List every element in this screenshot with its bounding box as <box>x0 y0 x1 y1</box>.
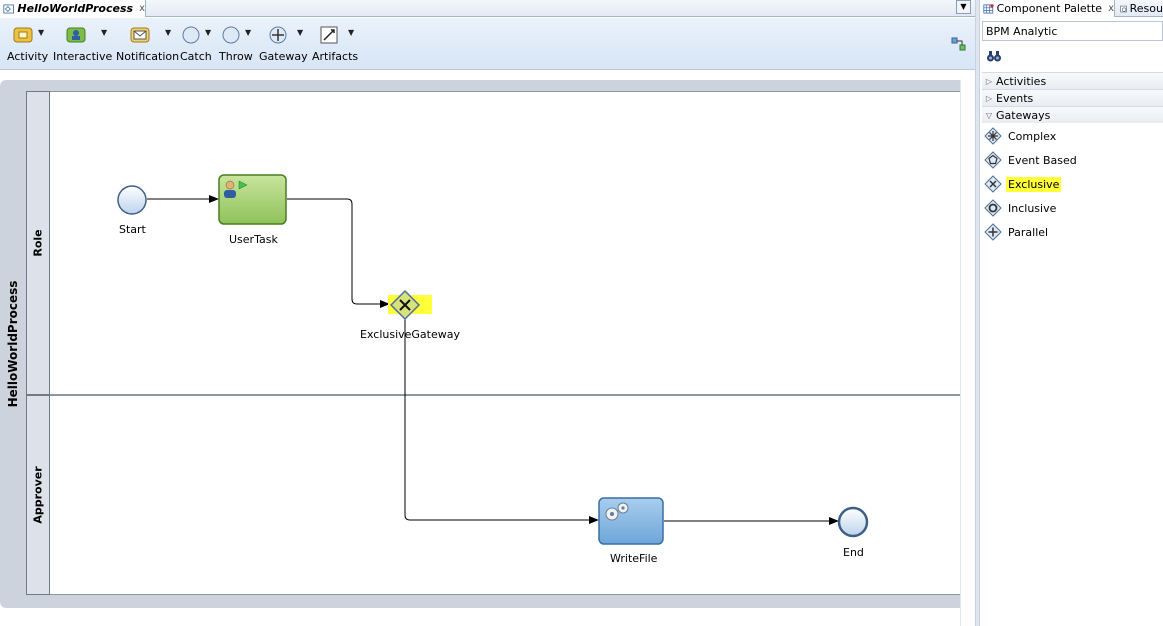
editor-vertical-scrollbar[interactable] <box>960 80 975 626</box>
inclusive-gateway-icon <box>984 199 1002 217</box>
tab-title: HelloWorldProcess <box>17 2 134 15</box>
tab-resources[interactable]: Resou <box>1117 0 1163 17</box>
catch-circle-icon[interactable] <box>180 26 202 44</box>
complex-gateway-icon <box>984 127 1002 145</box>
process-file-icon <box>3 4 14 13</box>
expand-arrow-icon: ▷ <box>985 76 993 86</box>
catch-dropdown-icon[interactable]: ▼ <box>205 28 212 37</box>
parallel-gateway-icon <box>984 223 1002 241</box>
artifacts-icon[interactable] <box>318 26 340 44</box>
lane-role[interactable] <box>50 91 960 395</box>
palette-search[interactable] <box>982 46 1163 68</box>
lane-approver[interactable] <box>50 395 960 595</box>
interactive-icon[interactable] <box>65 26 87 44</box>
notification-dropdown-icon[interactable]: ▼ <box>165 28 172 37</box>
palette-item-exclusive[interactable]: Exclusive <box>984 174 1062 194</box>
toolbar-notification-label[interactable]: Notification <box>116 50 180 63</box>
palette-item-complex[interactable]: Complex <box>984 126 1058 146</box>
palette-item-event-based[interactable]: Event Based <box>984 150 1079 170</box>
toolbar-interactive-label[interactable]: Interactive <box>53 50 113 63</box>
throw-circle-icon[interactable] <box>220 26 242 44</box>
toolbar-gateway-label[interactable]: Gateway <box>259 50 308 63</box>
palette-item-event-based-label: Event Based <box>1008 153 1077 167</box>
gateway-plus-icon[interactable] <box>267 26 289 44</box>
toolbar-throw-label[interactable]: Throw <box>219 50 253 63</box>
binoculars-search-icon[interactable] <box>986 49 1002 63</box>
artifacts-dropdown-icon[interactable]: ▼ <box>348 28 355 37</box>
tab-hello-world-process[interactable]: HelloWorldProcess x <box>0 0 146 17</box>
palette-grid-icon <box>983 3 994 13</box>
lane-header-approver[interactable]: Approver <box>26 395 50 595</box>
palette-item-parallel-label: Parallel <box>1008 225 1049 239</box>
gateway-label: ExclusiveGateway <box>360 328 460 341</box>
activity-icon[interactable] <box>12 26 34 44</box>
palette-item-inclusive[interactable]: Inclusive <box>984 198 1058 218</box>
section-gateways-label: Gateways <box>996 108 1051 122</box>
user-task-label: UserTask <box>229 233 278 246</box>
toolbar-artifacts-label[interactable]: Artifacts <box>312 50 359 63</box>
pool-name: HelloWorldProcess <box>6 280 20 408</box>
pool-header[interactable]: HelloWorldProcess <box>0 80 26 608</box>
palette-tab-bar: Component Palette x Resou <box>980 0 1163 17</box>
section-events-label: Events <box>996 91 1034 105</box>
editor-tab-bar: HelloWorldProcess x ▼ <box>0 0 975 17</box>
throw-dropdown-icon[interactable]: ▼ <box>245 28 252 37</box>
toolbar-activity-label[interactable]: Activity <box>7 50 49 63</box>
tab-list-dropdown-icon[interactable]: ▼ <box>956 0 971 14</box>
event-based-gateway-icon <box>984 151 1002 169</box>
activity-dropdown-icon[interactable]: ▼ <box>38 28 45 37</box>
interactive-dropdown-icon[interactable]: ▼ <box>101 28 108 37</box>
section-events[interactable]: ▷ Events <box>982 89 1163 106</box>
palette-item-inclusive-label: Inclusive <box>1008 201 1057 215</box>
tab-component-palette-label: Component Palette <box>996 2 1103 15</box>
palette-item-complex-label: Complex <box>1008 129 1057 143</box>
section-activities-label: Activities <box>996 74 1047 88</box>
tab-resources-label: Resou <box>1129 2 1163 15</box>
process-toolbar: ▼ Activity ▼ Interactive ▼ Notification <box>0 18 975 70</box>
process-editor: HelloWorldProcess x ▼ ▼ Activity ▼ Inter… <box>0 0 975 626</box>
gateway-dropdown-icon[interactable]: ▼ <box>297 28 304 37</box>
collapse-arrow-icon: ▽ <box>985 110 993 120</box>
palette-tab-close-icon[interactable]: x <box>1108 3 1114 14</box>
lane-name-approver: Approver <box>31 466 45 524</box>
exclusive-gateway-icon <box>984 175 1002 193</box>
panel-splitter[interactable] <box>975 0 980 626</box>
layout-options-icon[interactable] <box>951 36 967 52</box>
tab-close-icon[interactable]: x <box>139 3 145 14</box>
palette-item-parallel[interactable]: Parallel <box>984 222 1050 242</box>
envelope-icon[interactable] <box>129 26 151 44</box>
tab-component-palette[interactable]: Component Palette x <box>980 0 1115 17</box>
write-file-label: WriteFile <box>610 552 658 565</box>
expand-arrow-icon: ▷ <box>985 93 993 103</box>
component-palette-panel: Component Palette x Resou BPM Analytic <box>980 0 1163 626</box>
palette-item-exclusive-label: Exclusive <box>1006 176 1062 192</box>
lane-name-role: Role <box>31 229 45 257</box>
section-gateways[interactable]: ▽ Gateways <box>982 106 1163 123</box>
end-event-label: End <box>843 546 864 559</box>
toolbar-catch-label[interactable]: Catch <box>180 50 212 63</box>
start-event-label: Start <box>119 223 146 236</box>
resources-icon <box>1120 5 1127 12</box>
section-activities[interactable]: ▷ Activities <box>982 72 1163 89</box>
palette-category-select[interactable]: BPM Analytic <box>982 21 1163 41</box>
lane-header-role[interactable]: Role <box>26 91 50 395</box>
